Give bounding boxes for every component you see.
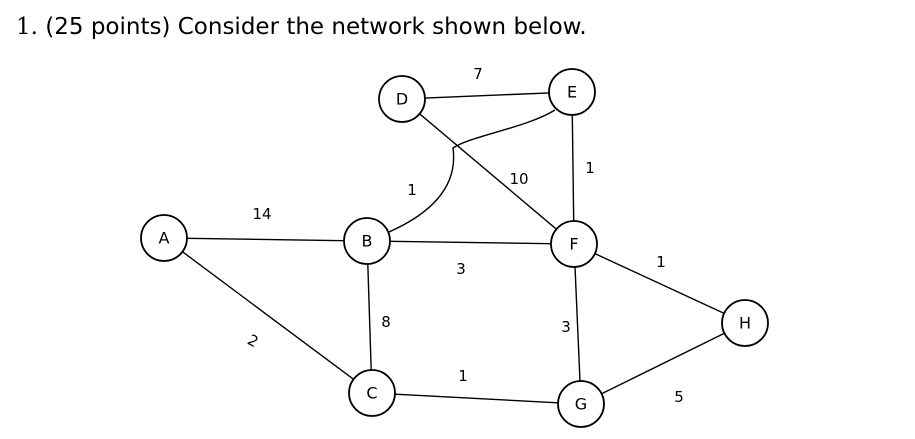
node-circle: [343, 217, 391, 265]
edge-e-f: [571, 114, 575, 222]
node-label: A: [159, 229, 170, 248]
node-g: G: [557, 380, 605, 428]
node-h: H: [721, 299, 769, 347]
edge-weight-b-c: 8: [381, 313, 391, 331]
edge-weight-b-e: 1: [407, 181, 417, 199]
edge-weight-a-c: 2: [245, 331, 262, 351]
edge-g-h: [601, 332, 725, 395]
edge-d-e: [424, 92, 550, 99]
node-label: C: [366, 384, 377, 403]
edge-b-f: [389, 240, 552, 245]
edge-weight-e-f: 1: [585, 159, 595, 177]
edge-d-f: [419, 113, 557, 230]
node-label: G: [575, 395, 587, 414]
node-circle: [721, 299, 769, 347]
question-body: (25 points) Consider the network shown b…: [37, 14, 587, 40]
edge-b-c: [367, 263, 372, 371]
node-label: D: [396, 90, 408, 109]
node-label: B: [362, 232, 373, 251]
edge-weight-d-f: 10: [509, 170, 528, 188]
edge-a-c: [181, 251, 355, 380]
edge-a-b: [186, 237, 345, 242]
edges-layer: [181, 92, 725, 404]
edge-weight-f-g: 3: [561, 318, 571, 336]
node-circle: [557, 380, 605, 428]
node-c: C: [348, 369, 396, 417]
node-a: A: [140, 214, 188, 262]
edge-weight-c-g: 1: [458, 367, 468, 385]
edge-f-g: [574, 266, 581, 382]
node-circle: [548, 68, 596, 116]
edge-b-e: [388, 109, 556, 233]
node-circle: [378, 75, 426, 123]
node-b: B: [343, 217, 391, 265]
node-circle: [140, 214, 188, 262]
edge-weights-layer: 7 1 10 1 14 3 1 2 8 3 1 5: [245, 65, 684, 406]
edge-weight-g-h: 5: [674, 388, 684, 406]
edge-weight-f-h: 1: [656, 253, 666, 271]
question-number: 1.: [16, 14, 38, 40]
edge-c-g: [394, 393, 559, 404]
edge-f-h: [594, 252, 725, 315]
node-label: F: [569, 235, 578, 254]
node-e: E: [548, 68, 596, 116]
edge-weight-a-b: 14: [252, 205, 271, 223]
nodes-layer: A B C D E F G H: [140, 68, 769, 428]
node-label: H: [739, 314, 751, 333]
node-circle: [550, 220, 598, 268]
node-d: D: [378, 75, 426, 123]
node-f: F: [550, 220, 598, 268]
question-text: 1. (25 points) Consider the network show…: [16, 14, 587, 40]
edge-weight-b-f: 3: [456, 260, 466, 278]
edge-weight-d-e: 7: [473, 65, 483, 83]
node-label: E: [567, 83, 577, 102]
node-circle: [348, 369, 396, 417]
